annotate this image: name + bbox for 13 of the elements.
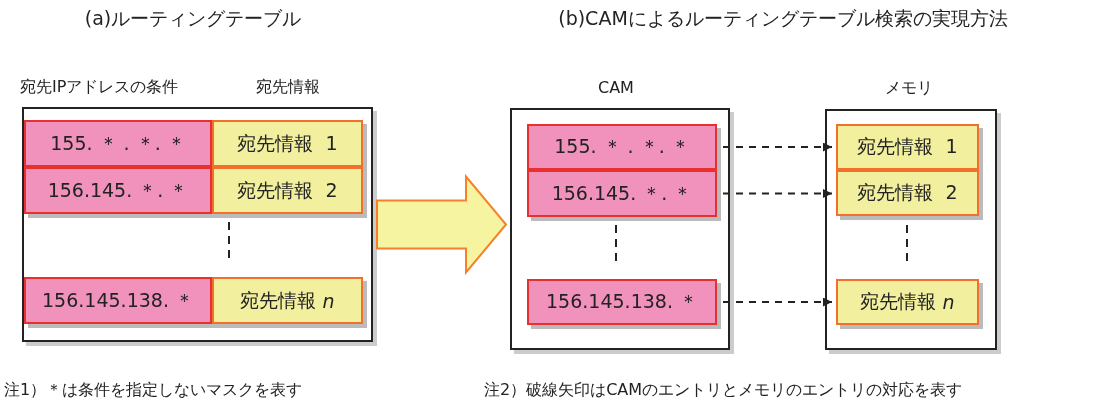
column-heading: 宛先IPアドレスの条件: [20, 77, 179, 98]
panel-title: (b)CAMによるルーティングテーブル検索の実現方法: [558, 6, 1008, 31]
footnote: 注1）＊は条件を指定しないマスクを表す: [4, 380, 303, 401]
arrow: [722, 297, 833, 307]
panel-title: (a)ルーティングテーブル: [84, 6, 302, 31]
column-heading: 宛先情報: [256, 77, 320, 98]
arrow: [722, 142, 833, 152]
block-arrow: [376, 173, 508, 276]
column-heading: CAM: [598, 78, 634, 97]
arrow: [722, 189, 833, 198]
footnote: 注2）破線矢印はCAMのエントリとメモリのエントリの対応を表す: [484, 380, 963, 401]
address-condition-entry: 155. ＊ . ＊. ＊: [24, 120, 212, 167]
column-heading: メモリ: [885, 78, 933, 99]
